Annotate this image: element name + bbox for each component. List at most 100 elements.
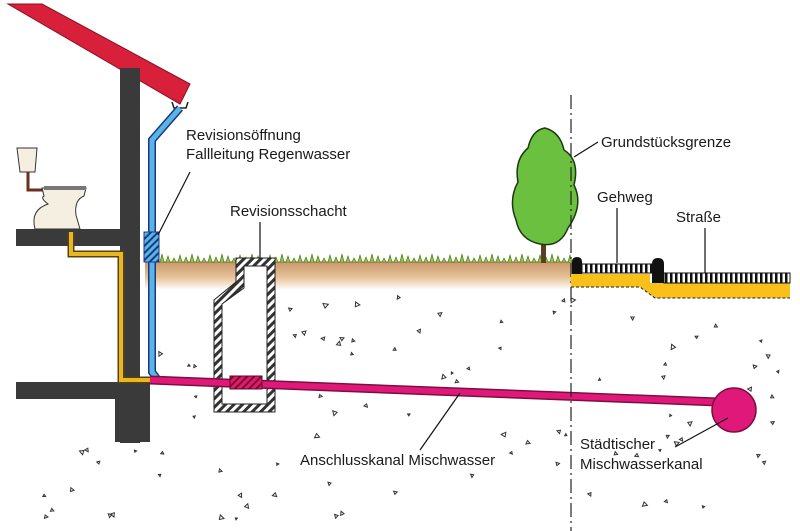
gravel-speck [333,513,339,520]
gravel-speck [354,301,361,308]
gravel-speck [613,450,619,456]
gravel-speck [392,490,399,496]
gravel-speck [332,409,338,417]
gravel-speck [392,346,397,351]
gravel-speck [499,319,504,324]
gravel-speck [686,421,693,427]
gravel-speck [78,449,85,456]
gravel-speck [157,473,162,478]
curb-street [652,258,664,283]
gravel-speck [657,448,662,453]
gravel-speck [678,436,684,442]
label-revision-opening-1: Revisionsöffnung [186,127,301,144]
gravel-speck [663,498,669,504]
gravel-speck [340,510,345,517]
tree-icon [511,127,579,263]
gravel-speck [633,452,640,458]
gravel-speck [761,460,767,466]
soil-layer [145,262,573,290]
gravel-speck [454,378,460,384]
gravel-speck [570,297,577,304]
gravel-speck [159,450,165,455]
gravel-speck [769,421,776,426]
gravel-speck [186,363,192,367]
label-property-boundary: Grundstücksgrenze [601,134,731,151]
grass-blades [159,253,574,263]
gravel-speck [629,316,635,322]
gravel-speck [746,386,753,392]
gravel-speck [322,302,330,309]
gravel-speck [701,505,706,509]
gravel-speck [669,413,673,418]
gravel-speck [694,335,699,340]
gravel-speck [83,447,89,453]
gravel-speck [497,346,502,351]
roof [6,3,191,105]
gravel-speck [192,415,197,420]
gravel-speck [563,432,568,437]
gravel-speck [597,377,602,381]
gravel-speck [69,486,76,493]
foundation [115,382,150,442]
gravel-speck [765,354,771,360]
gravel-speck [406,413,411,417]
gravel-speck [560,297,566,303]
gravel-speck [500,431,507,438]
gravel-speck [318,393,324,399]
gravel-speck [437,311,443,318]
pipe-revision-opening [229,375,263,390]
gravel-speck [555,461,561,467]
label-street: Straße [676,209,721,226]
gravel-speck [758,339,763,343]
gravel-speck [586,491,592,498]
gravel-speck [450,370,455,376]
gravel-speck [775,369,780,374]
gravel-speck [441,373,447,380]
gravel-speck [713,323,719,328]
gravel-speck [320,336,326,342]
gravel-speck [665,434,671,440]
gravel-speck [396,294,402,300]
gravel-speck [95,460,101,465]
gravel-speck [218,467,224,473]
gravel-speck [670,343,677,351]
gravel-speck [752,364,758,370]
gravel-speck [271,491,278,498]
gravel-speck [552,310,557,315]
label-inspection-shaft: Revisionsschacht [230,203,348,220]
gravel-speck [49,507,55,512]
gravel-speck [193,395,198,399]
label-sidewalk: Gehweg [597,189,653,206]
leader-connection-sewer [419,392,461,451]
label-municipal-sewer-1: Städtischer [580,436,655,453]
house-wall [120,68,140,443]
gravel-speck [313,432,321,439]
gravel-speck [243,502,250,510]
gravel-speck [133,449,138,454]
gravel-speck [508,450,513,456]
gravel-speck [362,402,369,408]
grass [159,253,574,263]
gravel-speck [350,351,355,356]
gravel-speck [43,514,49,520]
gravel-speck [662,361,668,366]
gravel-speck [276,462,280,467]
label-revision-opening-2: Fallleitung Regenwasser [186,146,350,163]
label-municipal-sewer-2: Mischwasserkanal [580,456,703,473]
gravel-speck [756,453,761,459]
gravel-speck [193,363,198,369]
leader-municipal-sewer [674,417,729,448]
leader-boundary [573,141,599,158]
gravel-speck [218,513,225,521]
gravel-speck [469,473,475,479]
gravel-speck [237,492,243,499]
gravel-speck [292,333,297,339]
gravel-speck [335,340,342,346]
municipal-sewer [711,387,757,433]
gravel-speck [416,328,422,335]
label-connection-sewer: Anschlusskanal Mischwasser [300,452,495,469]
downpipe-revision-opening [143,231,160,263]
gravel-speck [287,307,294,312]
